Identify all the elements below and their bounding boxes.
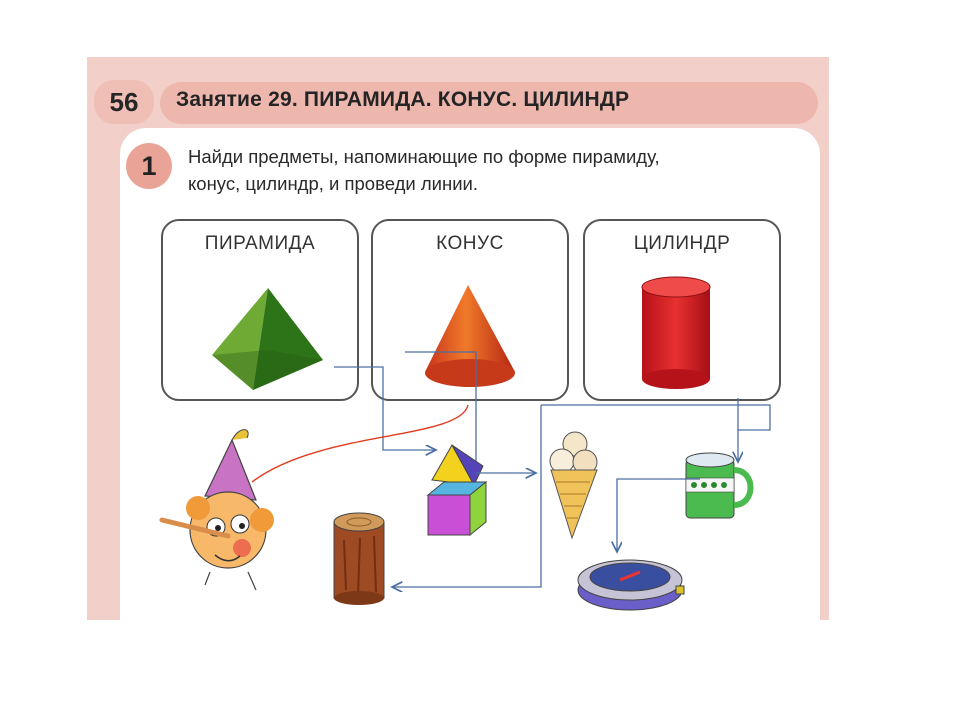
- header-band: [160, 82, 818, 124]
- ice-cream-illustration: [549, 431, 598, 540]
- connection-lines: [334, 351, 771, 587]
- cone-icon: [425, 285, 515, 387]
- task-number-badge: 1: [126, 143, 172, 189]
- mug-illustration: [685, 452, 754, 519]
- task-instruction-line-1: Найди предметы, напоминающие по форме пи…: [188, 146, 660, 167]
- task-instruction-line-2: конус, цилиндр, и проведи линии.: [188, 173, 479, 194]
- cylinder-icon: [641, 276, 711, 389]
- pinocchio-illustration: [159, 429, 274, 591]
- page-number: 56: [94, 80, 154, 124]
- tree-stump-illustration: [333, 512, 385, 605]
- shape-label-cone: КОНУС: [436, 233, 504, 254]
- lesson-title: Занятие 29. ПИРАМИДА. КОНУС. ЦИЛИНДР: [176, 88, 630, 111]
- shape-label-pyramid: ПИРАМИДА: [204, 233, 316, 254]
- red-connection-line: [251, 404, 469, 483]
- shape-label-cylinder: ЦИЛИНДР: [633, 233, 731, 254]
- task-instruction: Найди предметы, напоминающие по форме пи…: [188, 143, 828, 197]
- pyramid-cube-toy: [426, 443, 488, 537]
- pyramid-icon: [212, 288, 323, 390]
- compass-illustration: [577, 559, 685, 611]
